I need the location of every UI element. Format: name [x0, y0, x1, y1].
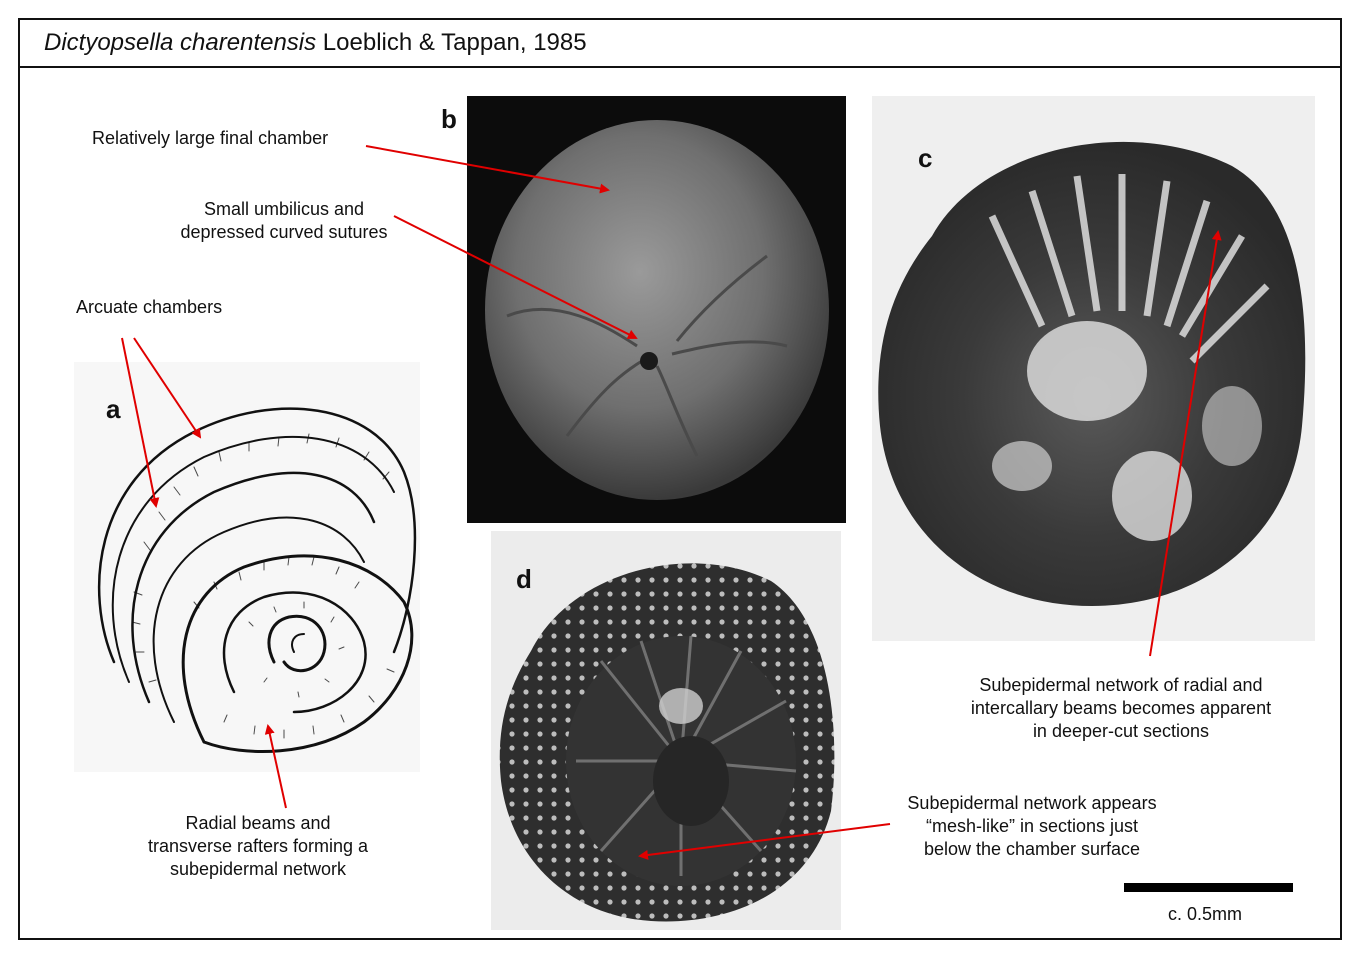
panel-label-a: a [106, 394, 121, 424]
annotation-umbilicus-line1: Small umbilicus and [203, 199, 365, 219]
annotation-mesh-line2: “mesh-like” in sections just [925, 816, 1139, 836]
panel-c-thin-section [872, 96, 1315, 641]
scale-bar [1124, 883, 1293, 892]
panel-d-thin-section [491, 531, 841, 930]
annotation-radial-line3: subepidermal network [169, 859, 347, 879]
annotation-radial-beams: Radial beams and transverse rafters form… [128, 812, 388, 881]
annotation-deep-line3: in deeper-cut sections [1032, 721, 1210, 741]
panel-label-b: b [441, 104, 457, 134]
annotation-arcuate-chambers: Arcuate chambers [76, 297, 223, 317]
annotation-deeper-sections: Subepidermal network of radial and inter… [940, 674, 1302, 743]
annotation-final-chamber: Relatively large final chamber [92, 128, 329, 148]
title-bar [18, 18, 1342, 68]
species-authority: Loeblich & Tappan, 1985 [316, 29, 587, 56]
annotation-mesh-line3: below the chamber surface [923, 839, 1141, 859]
panel-label-d: d [516, 564, 532, 594]
figure-title: Dictyopsella charentensis Loeblich & Tap… [44, 29, 587, 57]
sem-specimen [485, 120, 829, 500]
annotation-umbilicus-line2: depressed curved sutures [180, 222, 388, 242]
planispiral-drawing [97, 407, 417, 753]
annotation-mesh-line1: Subepidermal network appears [907, 793, 1157, 813]
species-name: Dictyopsella charentensis [44, 29, 317, 56]
panel-label-c: c [918, 143, 933, 173]
panel-a-drawing [74, 362, 420, 772]
annotation-mesh-like: Subepidermal network appears “mesh-like”… [886, 792, 1178, 861]
annotation-deep-line1: Subepidermal network of radial and [979, 675, 1263, 695]
annotation-deep-line2: intercallary beams becomes apparent [970, 698, 1272, 718]
scale-label: c. 0.5mm [1168, 904, 1243, 924]
panel-b-sem-photo [467, 96, 846, 523]
annotation-radial-line2: transverse rafters forming a [147, 836, 369, 856]
annotation-radial-line1: Radial beams and [185, 813, 331, 833]
section-c-specimen [878, 141, 1306, 606]
annotation-umbilicus: Small umbilicus and depressed curved sut… [162, 198, 406, 244]
section-d-specimen [499, 563, 835, 922]
